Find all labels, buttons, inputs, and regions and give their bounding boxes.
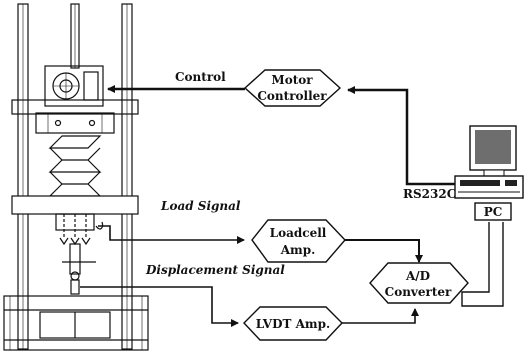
ad-converter-label-line2: Converter (385, 285, 452, 299)
load-signal-line: Load Signal (98, 199, 245, 244)
pc-label: PC (484, 205, 503, 219)
control-signal-arrow: Control (107, 70, 245, 93)
test-frame-apparatus (3, 3, 149, 351)
motor-controller-node: Motor Controller (243, 69, 342, 107)
rs232c-label: RS232C (403, 187, 456, 201)
frame-base (3, 295, 149, 351)
pc-ad-link (461, 222, 504, 307)
motor-controller-label-line2: Controller (257, 89, 327, 103)
rs232c-link: RS232C (347, 86, 456, 201)
loadcell-amp-label-line2: Amp. (280, 243, 316, 257)
frame-column-right (121, 3, 133, 350)
pc-screen (475, 130, 511, 164)
loadcell-crosshead (11, 195, 139, 246)
upper-crosshead (11, 99, 139, 134)
displacement-signal-label: Displacement Signal (145, 263, 285, 277)
frame-column-left (17, 3, 29, 350)
loadcell-amp-node: Loadcell Amp. (251, 219, 346, 263)
loadcell-to-ad-line (345, 239, 423, 263)
control-label: Control (175, 70, 226, 84)
displacement-signal-line: Displacement Signal (80, 263, 285, 327)
pc-computer: PC (454, 125, 524, 221)
lvdt-to-ad-line (342, 308, 419, 324)
ad-converter-node: A/D Converter (369, 262, 469, 304)
motor-unit (44, 65, 104, 107)
specimen-rod (62, 243, 96, 295)
lvdt-amp-node: LVDT Amp. (243, 306, 343, 341)
lead-screw (70, 3, 80, 69)
load-signal-label: Load Signal (160, 199, 241, 213)
ad-converter-label-line1: A/D (405, 269, 430, 283)
loadcell-amp-label-line1: Loadcell (270, 226, 327, 240)
motor-controller-label-line1: Motor (271, 73, 313, 87)
lvdt-amp-label: LVDT Amp. (256, 317, 330, 331)
